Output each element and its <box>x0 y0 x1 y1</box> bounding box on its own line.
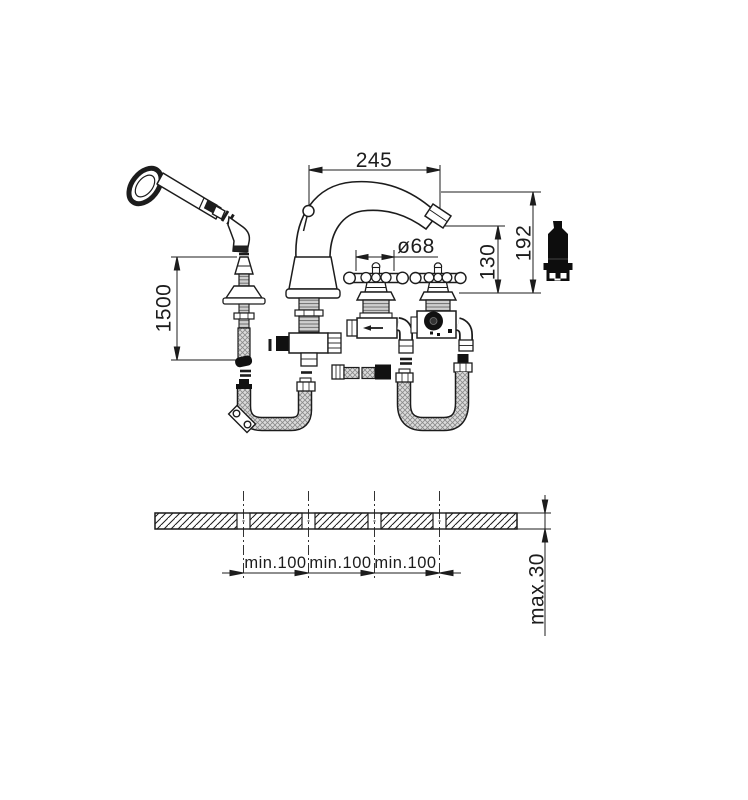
dim-label-hole-spacing-1: min.100 <box>244 554 306 572</box>
middle-hose-group <box>331 364 391 380</box>
valve-escutcheon <box>418 291 458 301</box>
spout-group <box>268 180 453 367</box>
dim-hose-length <box>171 256 246 361</box>
dimension-lines <box>171 165 541 361</box>
hose-nut <box>331 364 345 380</box>
dim-label-spout-reach: 245 <box>356 149 393 172</box>
dim-label-outlet-height: 130 <box>476 244 499 281</box>
left-flex-hose-group <box>227 371 316 434</box>
arrowhead <box>308 166 323 174</box>
cartridge-body <box>543 221 573 270</box>
valve-escutcheon <box>355 291 397 301</box>
tee-end-cap <box>276 336 289 351</box>
dim-label-escutcheon-diameter: ø68 <box>397 235 435 258</box>
dim-deck-thickness <box>541 495 549 636</box>
cartridge-silhouette-group <box>543 221 573 281</box>
spout-base <box>288 256 338 290</box>
right-valve-group <box>409 262 474 373</box>
dim-escutcheon <box>355 250 438 271</box>
hose-nut <box>395 372 414 383</box>
right-flex-hose-group <box>395 368 470 432</box>
hose-fitting <box>375 364 391 380</box>
dim-label-hole-spacing-3: min.100 <box>374 554 436 572</box>
shower-hose-upper <box>237 327 251 359</box>
left-valve-group <box>343 262 414 365</box>
dim-hole-spacing <box>222 569 461 577</box>
hose-elbow-cap <box>235 355 253 368</box>
dim-label-hose-length: 1500 <box>152 284 175 333</box>
dim-spout-reach <box>308 165 441 208</box>
tee-bottom-outlet <box>300 352 318 367</box>
arrowhead <box>426 166 441 174</box>
shower-holder-group <box>222 252 266 389</box>
hole-centerlines <box>243 491 440 578</box>
diverter-knob <box>302 204 315 218</box>
dim-label-hole-spacing-2: min.100 <box>309 554 371 572</box>
dim-outlet-height <box>445 225 541 294</box>
spout-tee-body <box>288 332 329 354</box>
hose-break-mark <box>220 210 230 222</box>
braided-hose <box>398 372 468 430</box>
hose-nut <box>453 362 473 373</box>
hand-shower-group <box>126 165 251 253</box>
deck-section-group <box>154 491 551 636</box>
dim-overall-height <box>441 191 541 294</box>
hose-nut <box>296 381 316 392</box>
valve-elbow-outlet <box>398 339 414 354</box>
dim-label-overall-height: 192 <box>512 225 535 262</box>
dim-label-deck-thickness: max.30 <box>525 553 548 625</box>
holder-nut <box>233 312 255 320</box>
